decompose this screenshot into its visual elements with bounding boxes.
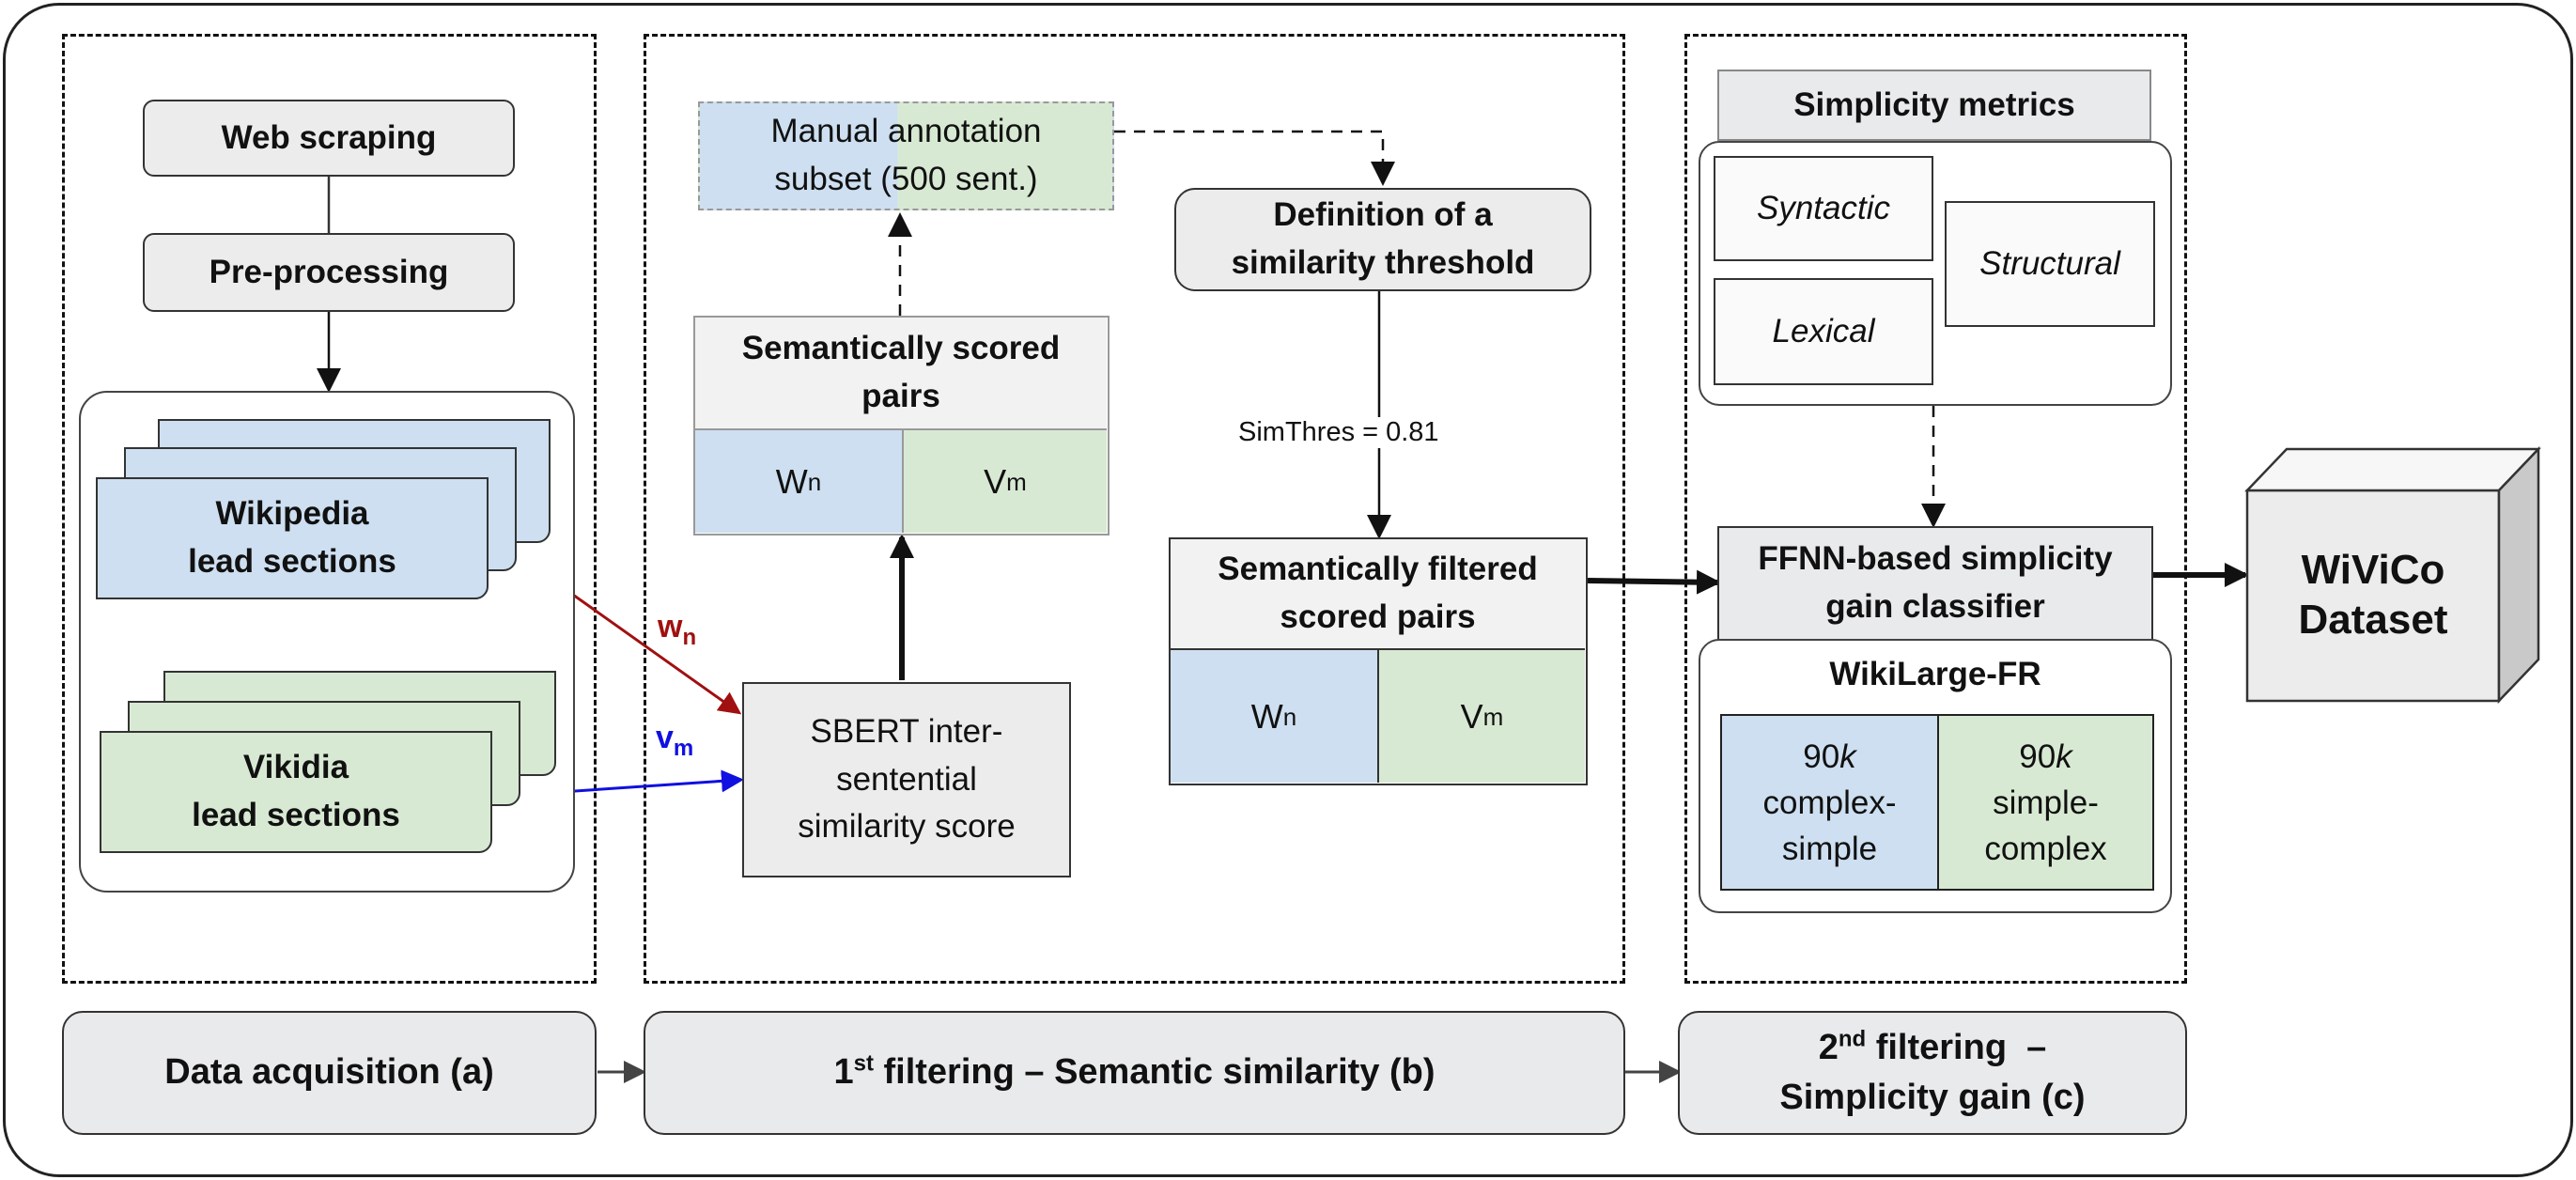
stage-a-label: Data acquisition (a) — [164, 1052, 494, 1093]
lexical-metric-box: Lexical — [1714, 278, 1933, 385]
panel-b-border — [644, 34, 1625, 984]
similarity-threshold-box: Definition of a similarity threshold — [1174, 188, 1591, 291]
sbert-line3: similarity score — [798, 808, 1016, 846]
scored-pairs-title-line2: pairs — [861, 378, 940, 414]
preprocessing-label: Pre-processing — [209, 253, 449, 290]
wikilarge-complex-simple-cell: 90k complex- simple — [1722, 716, 1939, 889]
structural-metric-box: Structural — [1945, 201, 2155, 327]
dataset-label: WiViCo Dataset — [2247, 490, 2499, 701]
dataset-label-line1: WiViCo — [2301, 547, 2445, 594]
complex-simple-line3: simple — [1781, 830, 1878, 867]
simple-complex-line2: simple- — [1993, 784, 2099, 821]
scored-pairs-title: Semantically scored pairs — [695, 318, 1107, 428]
threshold-line2: similarity threshold — [1231, 244, 1535, 281]
ffnn-line1: FFNN-based simplicity — [1758, 540, 2113, 578]
complex-simple-line2: complex- — [1762, 784, 1897, 821]
web-scraping-label: Web scraping — [221, 118, 437, 156]
filtered-pairs-title: Semantically filtered scored pairs — [1171, 539, 1585, 648]
stage-c-label-line1: 2nd filtering – — [1818, 1026, 2047, 1067]
simplicity-metrics-title: Simplicity metrics — [1793, 85, 2075, 123]
wikilarge-table: 90k complex- simple 90k simple- complex — [1720, 714, 2154, 891]
preprocessing-box: Pre-processing — [143, 233, 515, 312]
wikilarge-simple-complex-cell: 90k simple- complex — [1939, 716, 2152, 889]
threshold-line1: Definition of a — [1273, 196, 1493, 234]
vikidia-doc: Vikidia lead sections — [100, 731, 492, 853]
sbert-line2: sentential — [836, 760, 977, 798]
scored-pairs-title-line1: Semantically scored — [741, 330, 1061, 367]
structural-label: Structural — [1979, 244, 2120, 282]
vikidia-label-line1: Vikidia — [242, 749, 349, 786]
dataset-label-line2: Dataset — [2298, 597, 2448, 643]
wikipedia-label-line2: lead sections — [188, 543, 396, 580]
simthres-label: SimThres = 0.81 — [1234, 417, 1443, 448]
manual-annotation-line2: subset (500 sent.) — [774, 161, 1038, 197]
filtered-pairs-title-line2: scored pairs — [1280, 598, 1476, 635]
arrow-filtered-ffnn — [1587, 569, 1721, 595]
ffnn-line2: gain classifier — [1825, 588, 2045, 625]
syntactic-label: Syntactic — [1757, 189, 1890, 226]
stage-c-simplicity-gain: 2nd filtering – Simplicity gain (c) — [1678, 1011, 2187, 1135]
ffnn-classifier-box: FFNN-based simplicity gain classifier — [1717, 526, 2153, 641]
sbert-line1: SBERT inter- — [810, 712, 1003, 750]
vikidia-label-line2: lead sections — [192, 797, 400, 833]
simplicity-metrics-title-box: Simplicity metrics — [1717, 70, 2151, 141]
arrow-manual-threshold — [1114, 130, 1395, 186]
simple-complex-count: 90k — [2019, 738, 2072, 775]
manual-annotation-line1: Manual annotation — [770, 113, 1042, 150]
simple-complex-line3: complex — [1984, 830, 2107, 867]
stage-c-label-line2: Simplicity gain (c) — [1779, 1078, 2086, 1117]
stage-b-semantic-similarity: 1st filtering – Semantic similarity (b) — [644, 1011, 1625, 1135]
vm-arrow-label: vm — [656, 720, 694, 761]
wikipedia-label-line1: Wikipedia — [215, 495, 369, 533]
wn-arrow-label: wn — [658, 609, 697, 650]
lexical-label: Lexical — [1772, 312, 1875, 349]
filtered-pairs-title-line1: Semantically filtered — [1218, 551, 1538, 588]
sbert-score-box: SBERT inter- sentential similarity score — [742, 682, 1071, 877]
web-scraping-box: Web scraping — [143, 100, 515, 177]
stage-b-label: 1st filtering – Semantic similarity (b) — [833, 1050, 1435, 1093]
panel-c-border — [1684, 34, 2187, 984]
complex-simple-count: 90k — [1803, 738, 1856, 775]
wikilarge-title: WikiLarge-FR — [1829, 656, 2041, 692]
syntactic-metric-box: Syntactic — [1714, 156, 1933, 261]
stage-a-data-acquisition: Data acquisition (a) — [62, 1011, 597, 1135]
wikipedia-doc: Wikipedia lead sections — [96, 477, 489, 599]
manual-annotation-box: Manual annotation subset (500 sent.) — [698, 101, 1114, 210]
panel-a-border — [62, 34, 597, 984]
